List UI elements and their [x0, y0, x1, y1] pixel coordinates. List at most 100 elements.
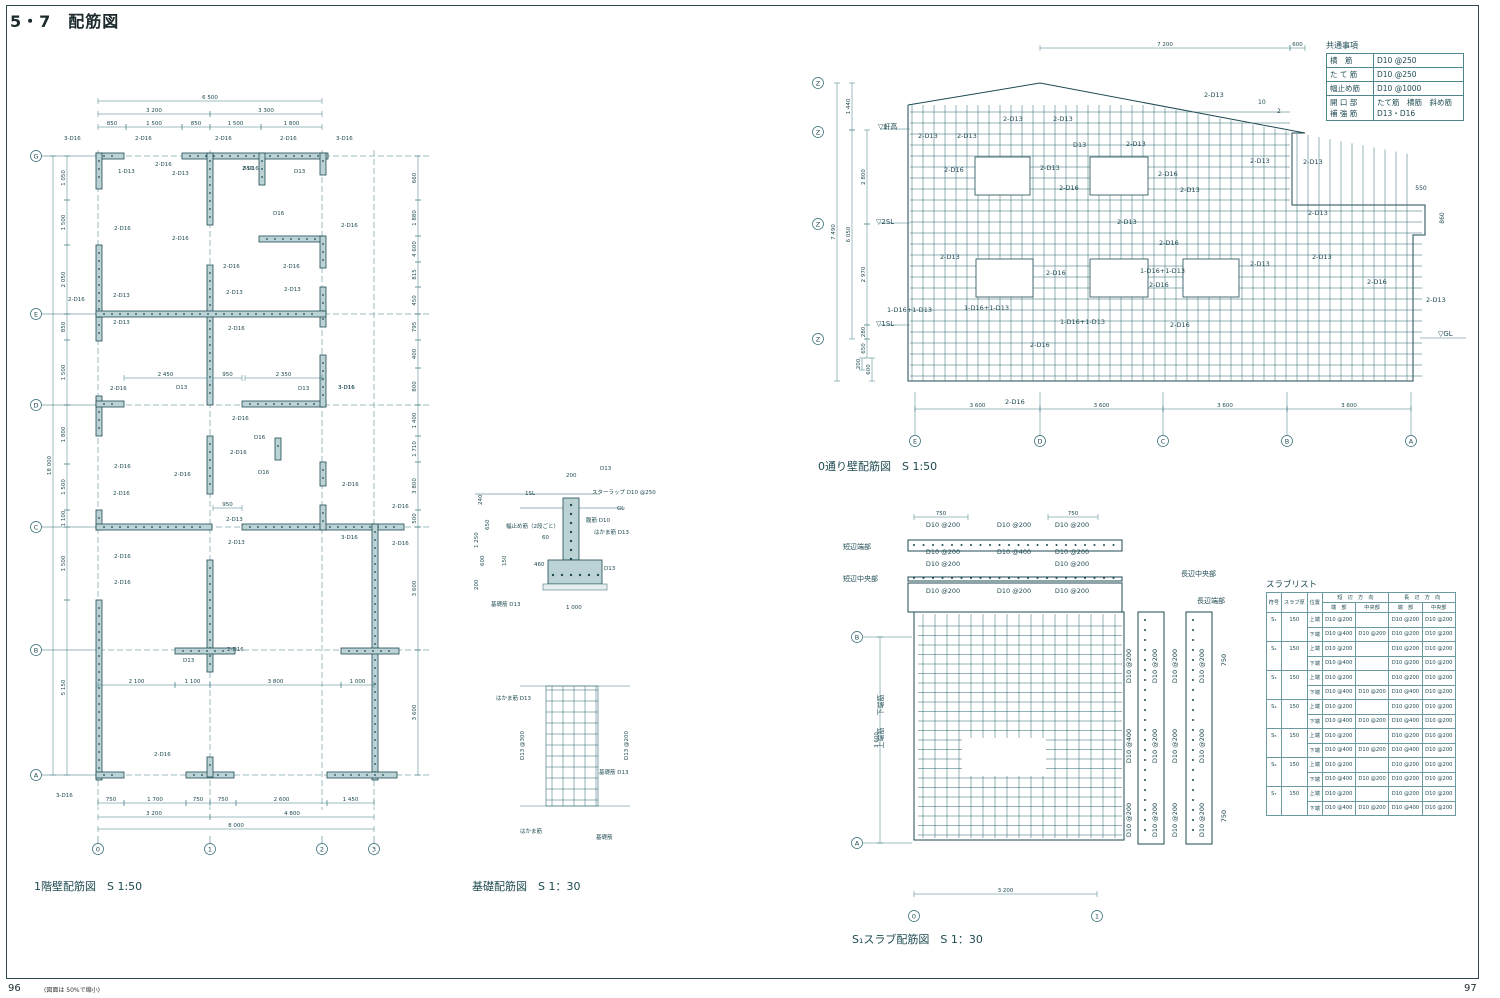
- plan-rebar-dot: [127, 313, 129, 315]
- slab-rebar-dot: [913, 577, 915, 579]
- plan-rebar-dot: [111, 774, 113, 776]
- plan-rebar-dot: [209, 384, 211, 386]
- plan-rebar-dot: [273, 526, 275, 528]
- plan-rebar-dot: [303, 313, 305, 315]
- slab-rebar-label: D10 @200: [926, 521, 960, 529]
- slab-rebar-dot: [1065, 577, 1067, 579]
- plan-wall: [319, 286, 327, 328]
- slab-grid-bubble-label: 0: [912, 912, 916, 920]
- plan-rebar-dot: [209, 623, 211, 625]
- plan-rebar-dot: [98, 308, 100, 310]
- plan-rebar-dot: [257, 526, 259, 528]
- plan-dimension-label: 750: [193, 797, 204, 803]
- plan-rebar-dot: [209, 615, 211, 617]
- slab-grid-bubble-label: B: [855, 633, 859, 641]
- slab-rebar-dot: [1144, 759, 1146, 761]
- slab-rebar-dot: [1192, 669, 1194, 671]
- plan-rebar-label: D16: [258, 470, 270, 476]
- slab-rebar-label: D10 @200: [1055, 560, 1089, 568]
- plan-rebar-dot: [348, 650, 350, 652]
- slab-label-bottom-bar: 下端筋: [876, 695, 885, 716]
- plan-rebar-dot: [209, 288, 211, 290]
- plan-rebar-label: 3-D16: [341, 535, 358, 541]
- slab-rebar-dot: [1192, 799, 1194, 801]
- plan-dimension-label: 3 300: [258, 108, 274, 114]
- plan-grid-col-bubble: [368, 843, 380, 855]
- plan-rebar-dot: [213, 155, 215, 157]
- plan-rebar-dot: [189, 155, 191, 157]
- plan-rebar-dot: [374, 659, 376, 661]
- plan-rebar-dot: [215, 313, 217, 315]
- slab-rebar-dot: [1084, 577, 1086, 579]
- slab-rebar-dot: [1144, 799, 1146, 801]
- slab-rebar-dot: [1192, 719, 1194, 721]
- plan-rebar-dot: [209, 216, 211, 218]
- plan-rebar-dot: [322, 251, 324, 253]
- plan-rebar-dot: [209, 451, 211, 453]
- slab-rebar-dot: [1144, 809, 1146, 811]
- plan-wall: [340, 647, 400, 655]
- plan-grid-row-bubble-label: D: [33, 401, 38, 409]
- elevation-rebar-label: 2-D13: [1426, 296, 1446, 304]
- plan-rebar-dot: [98, 419, 100, 421]
- foundation-plan-detail: [545, 685, 599, 807]
- plan-rebar-label: 2-D16: [230, 450, 247, 456]
- plan-rebar-dot: [103, 155, 105, 157]
- plan-rebar-dot: [98, 695, 100, 697]
- plan-rebar-dot: [306, 238, 308, 240]
- foundation-rebar-dot: [587, 573, 591, 577]
- plan-rebar-dot: [111, 526, 113, 528]
- plan-dimension-label: 1 500: [228, 121, 244, 127]
- plan-dimension-label: 660: [412, 172, 418, 183]
- plan-rebar-dot: [366, 774, 368, 776]
- plan-rebar-dot: [98, 735, 100, 737]
- elevation-opening: [1182, 258, 1240, 298]
- foundation-label: 1SL: [525, 491, 536, 497]
- slab-list-cell: D10 @200: [1354, 742, 1390, 758]
- slab-vertical-label: D10 @200: [1151, 729, 1159, 763]
- plan-rebar-dot: [369, 526, 371, 528]
- plan-rebar-label: D13: [176, 385, 188, 391]
- slab-rebar-dot: [1055, 544, 1058, 546]
- plan-dimension-label: 750: [1068, 511, 1079, 517]
- plan-dimension-label: 1 880: [412, 210, 418, 226]
- plan-rebar-label: 2-D16: [114, 554, 131, 560]
- plan-rebar-dot: [374, 699, 376, 701]
- slab-vertical-label: D10 @200: [1171, 803, 1179, 837]
- plan-rebar-dot: [322, 160, 324, 162]
- plan-grid-col-bubble-label: 0: [96, 845, 100, 853]
- foundation-rebar-dot: [569, 521, 573, 525]
- foundation-label: 200: [474, 579, 480, 590]
- plan-dimension-label: 1 400: [412, 412, 418, 428]
- elevation-grid-bubble-label: D: [1037, 437, 1042, 445]
- slab-rebar-dot: [979, 577, 982, 579]
- slab-rebar-dot: [1008, 544, 1010, 546]
- foundation-label: 1 000: [566, 605, 582, 611]
- plan-dimension-label: 2 350: [276, 372, 292, 378]
- elevation-grid-bubble-label: E: [913, 437, 917, 445]
- plan-rebar-dot: [223, 313, 225, 315]
- plan-rebar-label: 850: [243, 166, 254, 172]
- foundation-label: 1 250: [474, 532, 480, 548]
- slab-rebar-dot: [1093, 544, 1096, 546]
- plan-rebar-dot: [175, 526, 177, 528]
- slab-rebar-dot: [960, 577, 963, 579]
- plan-grid-row-bubble: [30, 521, 42, 533]
- plan-rebar-dot: [393, 526, 395, 528]
- plan-rebar-dot: [317, 155, 319, 157]
- elevation-grid-bubble: [1034, 435, 1046, 447]
- elevation-rebar-label: 2-D13: [1303, 158, 1323, 166]
- plan-dimension-label: 1 100: [61, 510, 67, 526]
- plan-rebar-dot: [382, 774, 384, 776]
- plan-rebar-dot: [201, 774, 203, 776]
- elevation-caption: 0通り壁配筋図 S 1:50: [818, 460, 938, 473]
- slab-list-cell: 150: [1280, 612, 1308, 627]
- plan-rebar-dot: [297, 526, 299, 528]
- plan-dimension-label: 280: [861, 326, 867, 337]
- plan-rebar-dot: [374, 643, 376, 645]
- slab-plan-gap: [962, 738, 1046, 776]
- slab-rebar-dot: [1008, 577, 1010, 579]
- plan-rebar-dot: [197, 155, 199, 157]
